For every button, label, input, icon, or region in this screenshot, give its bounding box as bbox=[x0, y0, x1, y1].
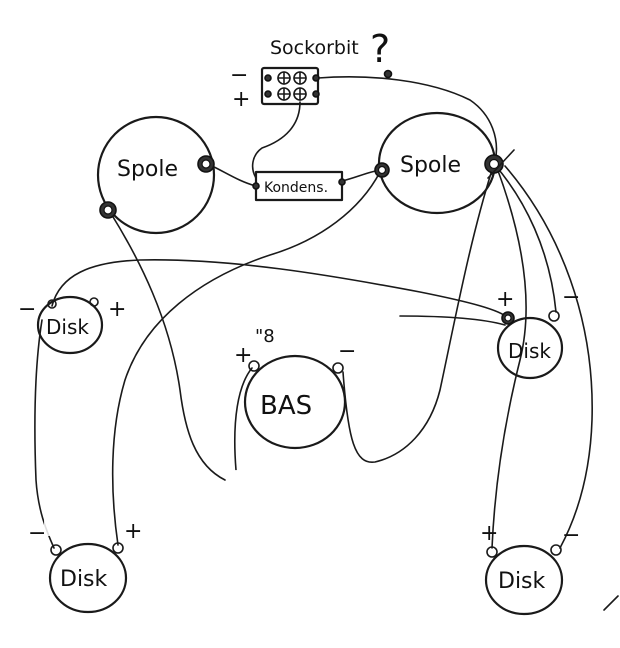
wire-right-coil-to-right-disk bbox=[494, 164, 557, 313]
socket-plus-label: + bbox=[232, 87, 250, 112]
socket-terminal-icon bbox=[264, 90, 272, 98]
wire-capacitor-to-right-coil bbox=[341, 169, 381, 182]
capacitor-label: Kondens. bbox=[264, 180, 328, 196]
coil-left: Spole bbox=[96, 115, 216, 235]
speaker-bottom-right-minus-label: − bbox=[562, 523, 580, 548]
wire-left-coil-to-capacitor bbox=[211, 165, 257, 187]
speaker-bottom-left-plus-label: + bbox=[124, 519, 142, 544]
speaker-top-left-minus-label: − bbox=[18, 297, 36, 322]
coil-right-label: Spole bbox=[400, 153, 461, 178]
socket-terminal-icon bbox=[264, 74, 272, 82]
capacitor: Kondens. bbox=[252, 170, 346, 202]
bass-terminal-icon bbox=[248, 360, 260, 372]
wire-top-left-disk-to-right-disk bbox=[51, 259, 509, 319]
speaker-bottom-right: Disk + − bbox=[480, 521, 580, 616]
speaker-right: Disk + − bbox=[496, 285, 580, 380]
speaker-terminal-icon bbox=[548, 310, 560, 322]
speaker-right-circle bbox=[496, 316, 564, 380]
wire-socket-to-right-coil bbox=[317, 76, 498, 163]
bass-driver: BAS "8 + − bbox=[234, 326, 356, 450]
socket-terminal: Sockorbit ? − + bbox=[230, 27, 393, 112]
wires bbox=[34, 76, 619, 611]
wire-left-coil-to-bass bbox=[109, 211, 226, 481]
wire-top-left-disk-to-bottom-left-disk bbox=[34, 319, 55, 549]
socket-box bbox=[260, 66, 320, 106]
erased-areas bbox=[44, 470, 358, 536]
erased-patch bbox=[44, 518, 70, 536]
wire-socket-to-capacitor bbox=[251, 101, 301, 179]
wire-right-disk-plus bbox=[399, 315, 506, 326]
capacitor-terminal-icon bbox=[252, 182, 260, 190]
speaker-terminal-icon bbox=[89, 297, 99, 307]
speaker-top-left-plus-label: + bbox=[108, 297, 126, 322]
socket-minus-label: − bbox=[230, 63, 248, 88]
speaker-bottom-left-label: Disk bbox=[60, 567, 108, 592]
speaker-right-label: Disk bbox=[508, 339, 551, 363]
bass-plus-label: + bbox=[234, 343, 252, 368]
coil-right-slash-mark bbox=[487, 149, 515, 179]
speaker-terminal-icon bbox=[112, 542, 124, 554]
speaker-terminal-icon bbox=[50, 544, 62, 556]
speaker-right-minus-label: − bbox=[562, 285, 580, 310]
wire-right-coil-to-bottom-left-disk bbox=[111, 171, 381, 546]
bass-minus-label: − bbox=[338, 339, 356, 364]
socket-terminal-icon bbox=[312, 74, 320, 82]
socket-cross-icon bbox=[277, 71, 307, 101]
pencil-mark bbox=[603, 595, 619, 611]
speaker-terminal-icon bbox=[47, 299, 57, 309]
bass-terminal-icon bbox=[332, 362, 344, 374]
speaker-right-plus-label: + bbox=[496, 287, 514, 312]
bass-circle bbox=[243, 354, 347, 450]
speaker-bottom-right-label: Disk bbox=[498, 569, 546, 594]
wire-right-coil-to-bass bbox=[342, 169, 493, 463]
wire-right-coil-to-bottom-right-disk bbox=[491, 167, 527, 549]
speaker-bottom-right-plus-label: + bbox=[480, 521, 498, 546]
speaker-top-left-label: Disk bbox=[46, 315, 89, 339]
bass-label: BAS bbox=[260, 391, 312, 421]
coil-left-circle bbox=[96, 115, 216, 235]
capacitor-terminal-icon bbox=[338, 178, 346, 186]
speaker-top-left: Disk − + bbox=[18, 295, 126, 355]
coil-left-label: Spole bbox=[117, 157, 178, 182]
speaker-bottom-left-circle bbox=[48, 542, 128, 614]
coil-right: Spole bbox=[374, 111, 515, 215]
wire-bass-left bbox=[233, 367, 253, 471]
socket-wire-end-icon bbox=[383, 69, 393, 79]
socket-terminal-icon bbox=[312, 90, 320, 98]
wire-right-disk-to-bottom-right-disk bbox=[504, 165, 593, 549]
speaker-top-left-circle bbox=[36, 295, 104, 355]
speaker-bottom-left-minus-label: − bbox=[28, 521, 46, 546]
speaker-terminal-icon bbox=[486, 546, 498, 558]
speaker-bottom-right-circle bbox=[484, 544, 564, 616]
bass-size-label: "8 bbox=[255, 326, 275, 347]
erased-patch bbox=[228, 470, 358, 510]
socket-label: Sockorbit bbox=[270, 37, 359, 59]
socket-question-mark: ? bbox=[370, 27, 390, 71]
speaker-bottom-left: Disk − + bbox=[28, 519, 142, 614]
speaker-terminal-icon bbox=[550, 544, 562, 556]
